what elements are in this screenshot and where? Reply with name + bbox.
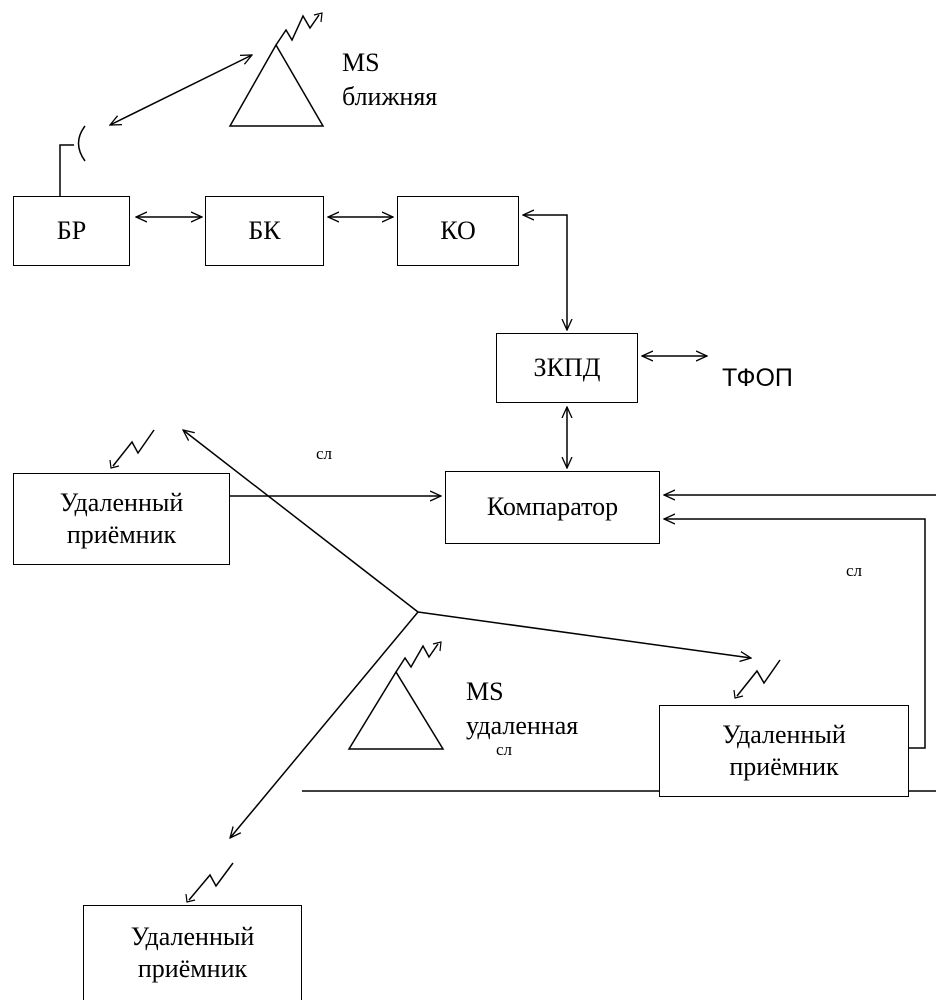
block-ko: КО — [397, 196, 519, 266]
block-br: БР — [13, 196, 130, 266]
receiver-right: Удаленный приёмник — [659, 705, 909, 797]
ms-remote-label-line1: MS — [466, 677, 504, 706]
ms-remote-label: MS удаленная — [466, 675, 578, 743]
link-label-top: сл — [316, 444, 333, 463]
receiver-top-antenna-tip — [109, 459, 120, 469]
receiver-bottom-line1: Удаленный — [130, 921, 255, 951]
ms-near-label-line2: ближняя — [342, 81, 438, 111]
br-antenna-dish — [77, 125, 86, 162]
br-antenna-icon — [59, 144, 74, 196]
radio-link-to-receiver-right — [417, 611, 751, 658]
receiver-top: Удаленный приёмник — [13, 473, 230, 565]
ms-near-antenna-tip — [313, 12, 323, 23]
block-bk-label: БК — [248, 215, 281, 245]
ms-near-label: MS ближняя — [342, 46, 437, 114]
block-bk: БК — [205, 196, 324, 266]
ms-remote-label-line2: удаленная — [466, 710, 579, 740]
receiver-right-antenna-icon — [736, 659, 781, 697]
block-comparator: Компаратор — [445, 471, 660, 544]
link-label-right: сл — [846, 561, 863, 580]
block-comparator-label: Компаратор — [486, 492, 619, 522]
radio-link-near — [110, 55, 252, 125]
tfop-label: ТФОП — [722, 364, 793, 392]
link-ko-zkpd — [523, 215, 567, 330]
receiver-bottom-line2: приёмник — [137, 954, 248, 983]
receiver-right-antenna-tip — [733, 689, 744, 699]
block-br-label: БР — [56, 215, 87, 245]
receiver-right-line1: Удаленный — [722, 719, 846, 749]
block-ko-label: КО — [440, 215, 476, 245]
ms-remote-antenna-tip — [432, 641, 442, 652]
ms-remote-antenna-icon — [395, 643, 439, 673]
ms-near-label-line1: MS — [342, 48, 380, 77]
receiver-top-line2: приёмник — [66, 520, 177, 549]
block-zkpd: ЗКПД — [496, 333, 638, 403]
ms-near-triangle — [228, 43, 325, 127]
receiver-bottom: Удаленный приёмник — [83, 905, 302, 1000]
ms-near-antenna-icon — [275, 14, 320, 46]
radio-link-to-receiver-bottom — [230, 611, 419, 838]
radio-link-to-receiver-top — [183, 430, 419, 613]
receiver-bottom-antenna-tip — [185, 893, 196, 903]
receiver-bottom-antenna-icon — [188, 862, 234, 901]
block-zkpd-label: ЗКПД — [533, 352, 601, 382]
ms-remote-triangle — [347, 670, 445, 750]
link-label-bottom: сл — [496, 740, 513, 759]
link-receiver-right-comparator — [664, 519, 926, 749]
receiver-right-line2: приёмник — [729, 752, 839, 781]
receiver-top-antenna-icon — [112, 429, 155, 467]
receiver-top-line1: Удаленный — [59, 487, 184, 517]
